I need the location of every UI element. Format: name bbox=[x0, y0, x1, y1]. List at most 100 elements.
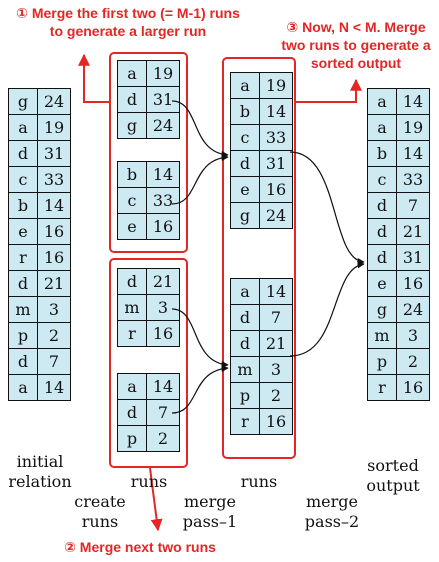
value-cell: 21 bbox=[146, 268, 180, 295]
value-cell: 24 bbox=[146, 112, 180, 139]
value-cell: 3 bbox=[146, 294, 180, 321]
key-cell: c bbox=[230, 124, 260, 151]
arrow-merge2-to-output bbox=[289, 261, 365, 357]
value-cell: 16 bbox=[396, 270, 430, 297]
key-cell: g bbox=[117, 112, 147, 139]
value-cell: 7 bbox=[146, 399, 180, 426]
value-cell: 33 bbox=[146, 187, 180, 214]
value-cell: 14 bbox=[259, 278, 293, 305]
value-cell: 19 bbox=[396, 114, 430, 141]
value-cell: 21 bbox=[259, 330, 293, 357]
key-cell: r bbox=[367, 374, 397, 401]
value-cell: 31 bbox=[37, 140, 71, 167]
key-cell: d bbox=[367, 192, 397, 219]
value-cell: 31 bbox=[396, 244, 430, 271]
value-cell: 16 bbox=[259, 408, 293, 435]
key-cell: a bbox=[230, 72, 260, 99]
value-cell: 3 bbox=[396, 322, 430, 349]
label-runs-2: runs bbox=[240, 472, 278, 491]
key-cell: g bbox=[230, 202, 260, 229]
value-cell: 21 bbox=[396, 218, 430, 245]
value-cell: 19 bbox=[146, 60, 180, 87]
key-cell: p bbox=[117, 425, 147, 452]
key-cell: b bbox=[8, 192, 38, 219]
key-cell: m bbox=[117, 294, 147, 321]
value-cell: 7 bbox=[259, 304, 293, 331]
key-cell: a bbox=[367, 114, 397, 141]
value-cell: 33 bbox=[37, 166, 71, 193]
key-cell: r bbox=[8, 244, 38, 271]
value-cell: 33 bbox=[396, 166, 430, 193]
key-cell: a bbox=[367, 88, 397, 115]
value-cell: 16 bbox=[146, 320, 180, 347]
value-cell: 14 bbox=[146, 373, 180, 400]
key-cell: a bbox=[8, 374, 38, 401]
value-cell: 14 bbox=[37, 192, 71, 219]
value-cell: 21 bbox=[37, 270, 71, 297]
value-cell: 2 bbox=[146, 425, 180, 452]
key-cell: d bbox=[8, 348, 38, 375]
key-cell: d bbox=[117, 86, 147, 113]
key-cell: e bbox=[117, 213, 147, 240]
value-cell: 24 bbox=[37, 88, 71, 115]
arrow-merge1-to-output bbox=[289, 151, 365, 266]
value-cell: 2 bbox=[396, 348, 430, 375]
key-cell: b bbox=[230, 98, 260, 125]
label-initial-relation: initial relation bbox=[8, 452, 72, 491]
label-runs-1: runs bbox=[130, 472, 168, 491]
key-cell: p bbox=[8, 322, 38, 349]
value-cell: 16 bbox=[37, 218, 71, 245]
key-cell: d bbox=[230, 150, 260, 177]
key-cell: d bbox=[8, 270, 38, 297]
key-cell: g bbox=[367, 296, 397, 323]
red-arrow-note1 bbox=[78, 53, 109, 103]
value-cell: 31 bbox=[259, 150, 293, 177]
key-cell: c bbox=[8, 166, 38, 193]
value-cell: 3 bbox=[37, 296, 71, 323]
red-arrow-note3 bbox=[296, 78, 362, 103]
value-cell: 24 bbox=[396, 296, 430, 323]
key-cell: d bbox=[230, 304, 260, 331]
key-cell: d bbox=[367, 244, 397, 271]
value-cell: 14 bbox=[146, 161, 180, 188]
label-merge-pass-1: merge pass–1 bbox=[182, 492, 238, 531]
value-cell: 33 bbox=[259, 124, 293, 151]
key-cell: r bbox=[117, 320, 147, 347]
key-cell: d bbox=[367, 218, 397, 245]
value-cell: 19 bbox=[37, 114, 71, 141]
